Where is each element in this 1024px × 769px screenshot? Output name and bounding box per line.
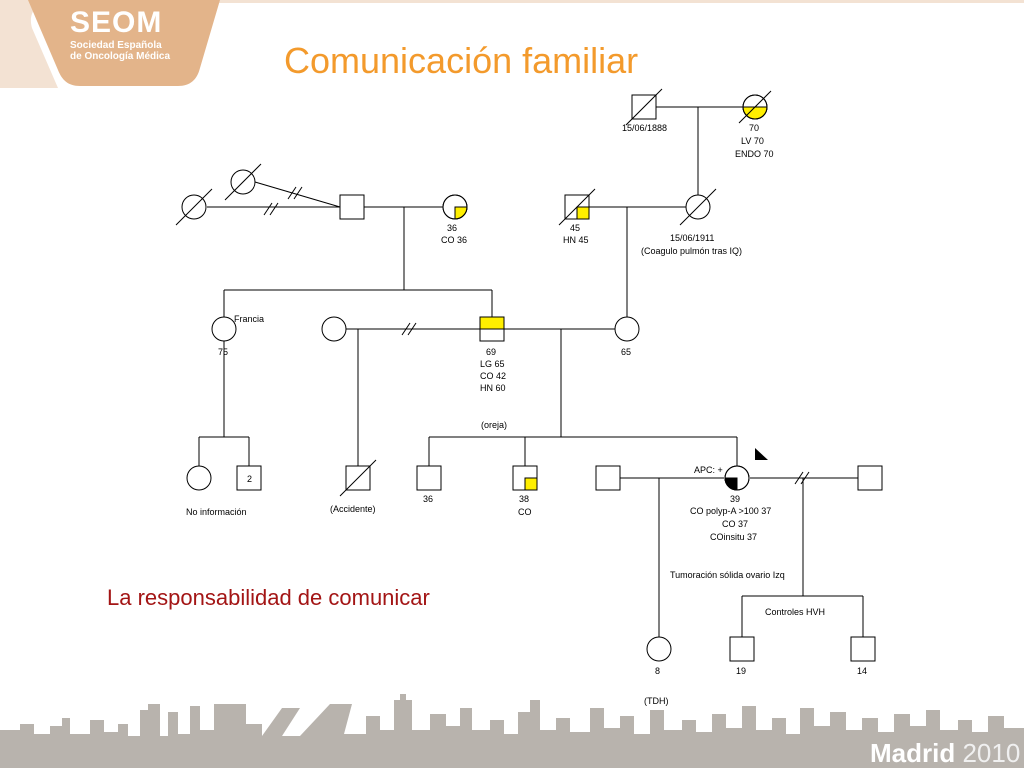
label-bro2-d1: CO: [518, 507, 532, 517]
label-mat-f-cause: (Coagulo pulmón tras IQ): [641, 246, 742, 256]
label-gp-f-d1: LV 70: [741, 136, 764, 146]
footer-year: 2010: [962, 738, 1021, 768]
label-father-age: 69: [486, 347, 496, 357]
label-father-d3: HN 60: [480, 383, 506, 393]
mother-symbol: [614, 316, 640, 342]
slide-title: Comunicación familiar: [284, 40, 639, 81]
label-d1-note: (TDH): [644, 696, 669, 706]
label-mother-age: 65: [621, 347, 631, 357]
son2-symbol: [850, 636, 876, 662]
label-gp-f-d2: ENDO 70: [735, 149, 774, 159]
proband-partner2-symbol: [857, 465, 883, 491]
daughter-symbol: [646, 636, 672, 662]
seom-logo-tab: [0, 0, 1024, 88]
father-ex-partner-symbol: [321, 316, 347, 342]
son1-symbol: [729, 636, 755, 662]
seom-logo-main: SEOM: [70, 6, 163, 39]
pedigree-labels: 15/06/1888 70 LV 70 ENDO 70 36 CO 36 45 …: [186, 123, 867, 706]
label-d1-age: 8: [655, 666, 660, 676]
label-s1-age: 19: [736, 666, 746, 676]
label-mat-m-age: 45: [570, 223, 580, 233]
label-tumor: Tumoración sólida ovario Izq: [670, 570, 785, 580]
pedigree-chart: 15/06/1888 70 LV 70 ENDO 70 36 CO 36 45 …: [175, 88, 883, 706]
label-gp-f-age: 70: [749, 123, 759, 133]
footer-city: Madrid: [870, 738, 956, 768]
label-prob-age: 39: [730, 494, 740, 504]
footer-madrid: Madrid 2010: [870, 738, 1020, 769]
label-father-d2: CO 42: [480, 371, 506, 381]
label-pat-f-d1: CO 36: [441, 235, 467, 245]
proband-arrow: [755, 448, 768, 460]
label-pat-f-age: 36: [447, 223, 457, 233]
label-bro1-age: 36: [423, 494, 433, 504]
label-mat-m-d1: HN 45: [563, 235, 589, 245]
label-accidente: (Accidente): [330, 504, 376, 514]
label-prob-d3: COinsitu 37: [710, 532, 757, 542]
aunt-symbol: [211, 316, 237, 342]
label-apc: APC: +: [694, 465, 723, 475]
label-gp-m-date: 15/06/1888: [622, 123, 667, 133]
label-no-info: No información: [186, 507, 247, 517]
label-francia: Francia: [234, 314, 264, 324]
label-aunt-age: 75: [218, 347, 228, 357]
cousin-female-symbol: [186, 465, 212, 491]
paternal-grandfather-symbol: [339, 194, 365, 220]
slide-subtitle: La responsabilidad de comunicar: [107, 585, 430, 610]
proband-partner1-symbol: [595, 465, 621, 491]
pedigree-individuals: [175, 88, 883, 662]
madrid-skyline: [0, 694, 1024, 768]
label-prob-d2: CO 37: [722, 519, 748, 529]
seom-logo-line2: de Oncología Médica: [70, 51, 171, 62]
label-mat-f-date: 15/06/1911: [670, 233, 714, 243]
label-prob-d1: CO polyp-A >100 37: [690, 506, 771, 516]
seom-logo-line1: Sociedad Española: [70, 40, 162, 51]
seom-logo: SEOM Sociedad Española de Oncología Médi…: [70, 6, 170, 62]
label-bro2-age: 38: [519, 494, 529, 504]
label-oreja: (oreja): [481, 420, 507, 430]
label-controles: Controles HVH: [765, 607, 825, 617]
cousin-male-group-symbol: [236, 465, 262, 491]
label-s2-age: 14: [857, 666, 867, 676]
pedigree-lines: [198, 106, 864, 637]
label-cousin-count: 2: [247, 474, 252, 484]
label-father-d1: LG 65: [480, 359, 505, 369]
brother1-symbol: [416, 465, 442, 491]
